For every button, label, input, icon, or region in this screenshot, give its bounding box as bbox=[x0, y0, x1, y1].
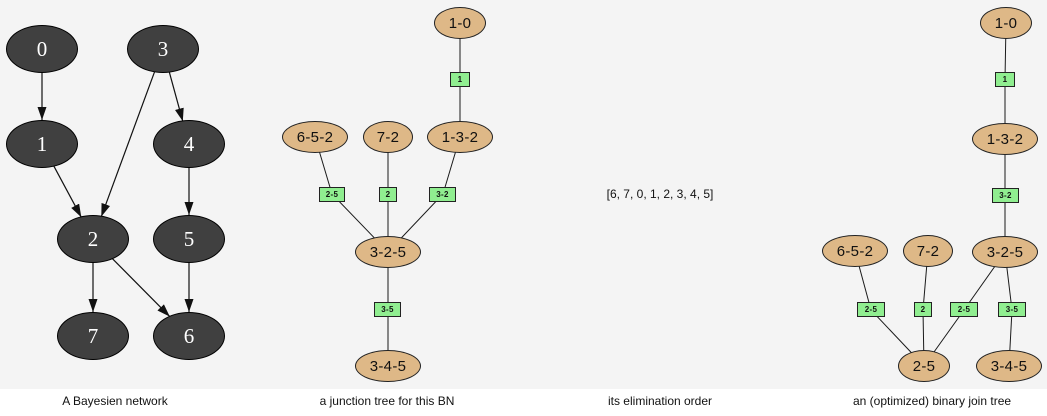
jt-clique-7-2: 7-2 bbox=[363, 121, 413, 153]
bjt-separator-1: 1 bbox=[995, 72, 1015, 87]
bjt-clique-2-5: 2-5 bbox=[898, 350, 950, 382]
bn-edge-1-2 bbox=[53, 165, 82, 218]
bjt-separator-2-5-b: 2-5 bbox=[950, 302, 978, 317]
bn-node-6: 6 bbox=[153, 312, 225, 360]
bn-node-7: 7 bbox=[57, 312, 129, 360]
bjt-clique-7-2: 7-2 bbox=[903, 235, 953, 267]
bjt-separator-3-5: 3-5 bbox=[998, 302, 1026, 317]
caption-elimination-order: its elimination order bbox=[607, 394, 713, 408]
jt-clique-3-2-5: 3-2-5 bbox=[355, 236, 421, 268]
caption-bayesian-network: A Bayesien network bbox=[62, 394, 168, 408]
bjt-clique-3-4-5: 3-4-5 bbox=[976, 350, 1042, 382]
jt-separator-1: 1 bbox=[450, 72, 470, 87]
elimination-order-value: [6, 7, 0, 1, 2, 3, 4, 5] bbox=[606, 187, 714, 201]
caption-binary-join-tree: an (optimized) binary join tree bbox=[852, 394, 1012, 408]
bjt-separator-2-5-a: 2-5 bbox=[857, 302, 885, 317]
jt-clique-3-4-5: 3-4-5 bbox=[355, 350, 421, 382]
bjt-clique-6-5-2: 6-5-2 bbox=[822, 235, 888, 267]
bn-edge-3-2 bbox=[100, 71, 156, 217]
bn-node-4: 4 bbox=[153, 120, 225, 168]
bn-node-0: 0 bbox=[6, 25, 78, 73]
jt-separator-3-2: 3-2 bbox=[429, 187, 456, 202]
jt-separator-2: 2 bbox=[379, 187, 397, 202]
jt-clique-1-0: 1-0 bbox=[434, 7, 486, 39]
caption-strip: A Bayesien network a junction tree for t… bbox=[0, 389, 1047, 416]
bjt-clique-1-0: 1-0 bbox=[980, 7, 1032, 39]
bjt-clique-3-2-5: 3-2-5 bbox=[972, 236, 1038, 268]
bn-node-3: 3 bbox=[127, 25, 199, 73]
jt-separator-3-5: 3-5 bbox=[374, 302, 401, 317]
caption-junction-tree: a junction tree for this BN bbox=[319, 394, 455, 408]
bjt-separator-3-2: 3-2 bbox=[992, 188, 1019, 203]
bn-node-2: 2 bbox=[57, 215, 129, 263]
jt-separator-2-5: 2-5 bbox=[319, 187, 345, 202]
jt-clique-6-5-2: 6-5-2 bbox=[282, 121, 348, 153]
bn-edge-2-6 bbox=[111, 257, 171, 318]
bn-edge-3-4 bbox=[168, 71, 184, 122]
jt-clique-1-3-2: 1-3-2 bbox=[427, 121, 493, 153]
bn-node-1: 1 bbox=[6, 120, 78, 168]
bn-node-5: 5 bbox=[153, 215, 225, 263]
bjt-clique-1-3-2: 1-3-2 bbox=[972, 123, 1038, 155]
bjt-separator-2: 2 bbox=[914, 302, 932, 317]
